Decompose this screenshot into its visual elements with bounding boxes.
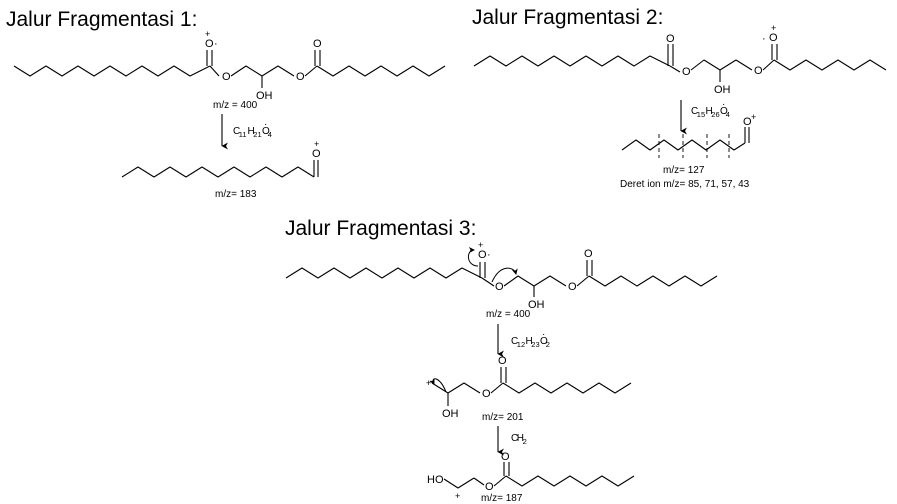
radical-cation-charge: + bbox=[771, 23, 776, 33]
pathway-3-neutral-loss-1: C12H23O·2 bbox=[511, 329, 550, 349]
pathway-1-title: Jalur Fragmentasi 1: bbox=[6, 8, 197, 31]
pathway-3-intermediate-structure: + OH O O bbox=[426, 355, 632, 420]
hydroxyl-group: OH bbox=[442, 408, 459, 420]
octanoyl-chain bbox=[588, 275, 718, 287]
acylium-chain bbox=[621, 139, 746, 151]
pathway-1-product-structure: O + bbox=[121, 139, 321, 178]
glycerol-backbone bbox=[230, 65, 295, 77]
radical-dot: · bbox=[214, 38, 218, 50]
ester-oxygen: O bbox=[482, 388, 491, 400]
pathway-3: Jalur Fragmentasi 3: O + · O OH O O m/z … bbox=[285, 217, 718, 504]
pathway-2-product-structure: O + bbox=[621, 112, 756, 158]
ester-bond-2 bbox=[304, 65, 318, 77]
radical-cation-charge: + bbox=[478, 240, 483, 250]
ester-bond-2 bbox=[762, 59, 775, 71]
pathway-3-precursor-structure: O + · O OH O O bbox=[285, 240, 718, 311]
ester-bond-a bbox=[473, 477, 485, 486]
lauroyl-chain bbox=[13, 65, 211, 77]
carbonyl-oxygen: O bbox=[666, 33, 675, 45]
electron-shift-arrow-2 bbox=[491, 267, 518, 283]
carbocation-charge: + bbox=[455, 491, 460, 501]
ester-bond bbox=[669, 65, 681, 73]
carbonyl-oxygen: O bbox=[205, 38, 214, 50]
radical-dot: · bbox=[487, 249, 491, 261]
ester-bond bbox=[493, 475, 507, 487]
ester-oxygen-2: O bbox=[296, 71, 305, 83]
hydroxyl-group: HO bbox=[427, 474, 444, 486]
hydroxyl-group: OH bbox=[528, 299, 545, 311]
carbonyl-oxygen: O bbox=[501, 451, 510, 463]
pathway-3-title: Jalur Fragmentasi 3: bbox=[285, 217, 476, 240]
pathway-1-precursor-mz: m/z = 400 bbox=[213, 100, 258, 111]
ester-oxygen-2: O bbox=[754, 65, 763, 77]
carbonyl-oxygen-2: O bbox=[584, 248, 593, 260]
pathway-3-precursor-mz: m/z = 400 bbox=[486, 309, 531, 320]
pathway-2-title: Jalur Fragmentasi 2: bbox=[472, 6, 663, 29]
pathway-3-intermediate-mz: m/z= 201 bbox=[482, 412, 524, 423]
pathway-1: Jalur Fragmentasi 1: O + · O OH O O m/z … bbox=[6, 8, 446, 200]
acylium-charge: + bbox=[314, 139, 319, 149]
octanoyl-chain bbox=[773, 59, 887, 71]
pathway-1-precursor-structure: O + · O OH O O bbox=[13, 29, 446, 102]
pathway-2-ion-series: Deret ion m/z= 85, 71, 57, 43 bbox=[620, 179, 750, 190]
lauroyl-chain bbox=[285, 267, 483, 279]
ester-oxygen-2: O bbox=[568, 281, 577, 293]
carbonyl-oxygen-2: O bbox=[313, 38, 322, 50]
carbonyl-oxygen-2: O bbox=[769, 32, 778, 44]
carbonyl-oxygen: O bbox=[478, 249, 487, 261]
lauroyl-chain bbox=[473, 55, 671, 67]
ester-bond-2 bbox=[576, 275, 590, 287]
pathway-2-neutral-loss: C15H26O·4 bbox=[691, 99, 730, 119]
acylium-charge: + bbox=[751, 112, 756, 122]
hydroxyl-group: OH bbox=[256, 90, 273, 102]
carbonyl-oxygen: O bbox=[498, 355, 507, 367]
pathway-1-product-mz: m/z= 183 bbox=[215, 189, 257, 200]
ester-oxygen: O bbox=[682, 66, 691, 78]
radical-dot: · bbox=[762, 33, 766, 45]
carbocation-charge: + bbox=[426, 378, 431, 388]
glycerol-backbone bbox=[690, 59, 753, 71]
pathway-2-precursor-structure: O O OH O O + · bbox=[473, 23, 887, 96]
ester-oxygen: O bbox=[222, 71, 231, 83]
acylium-chain bbox=[121, 166, 315, 178]
hydroxyl-group: OH bbox=[714, 84, 731, 96]
octanoyl-chain bbox=[502, 382, 632, 394]
ester-bond bbox=[490, 382, 504, 394]
electron-shift-arrow-3 bbox=[429, 378, 447, 393]
octanoyl-chain bbox=[316, 65, 446, 77]
octanoyl-chain bbox=[505, 475, 635, 487]
ester-oxygen: O bbox=[485, 481, 494, 493]
glycerol-fragment bbox=[431, 382, 481, 394]
pathway-3-product-mz: m/z= 187 bbox=[481, 493, 523, 504]
acylium-oxygen: O bbox=[312, 148, 321, 160]
pathway-3-product-structure: HO + O O bbox=[427, 451, 635, 501]
ester-bond bbox=[209, 65, 220, 77]
ester-oxygen: O bbox=[495, 281, 504, 293]
acylium-oxygen: O bbox=[743, 116, 752, 128]
pathway-2-product-mz: m/z= 127 bbox=[663, 165, 705, 176]
glycerol-backbone bbox=[503, 275, 567, 287]
pathway-2: Jalur Fragmentasi 2: O O OH O O + · C15H… bbox=[472, 6, 887, 190]
electron-shift-arrow-1 bbox=[468, 247, 479, 267]
ethyl-fragment bbox=[443, 477, 475, 489]
ester-bond bbox=[481, 277, 495, 287]
pathway-1-neutral-loss: C11H21O·4 bbox=[233, 119, 272, 139]
radical-cation-charge: + bbox=[205, 29, 210, 39]
pathway-3-neutral-loss-2: CH2 bbox=[511, 433, 527, 446]
